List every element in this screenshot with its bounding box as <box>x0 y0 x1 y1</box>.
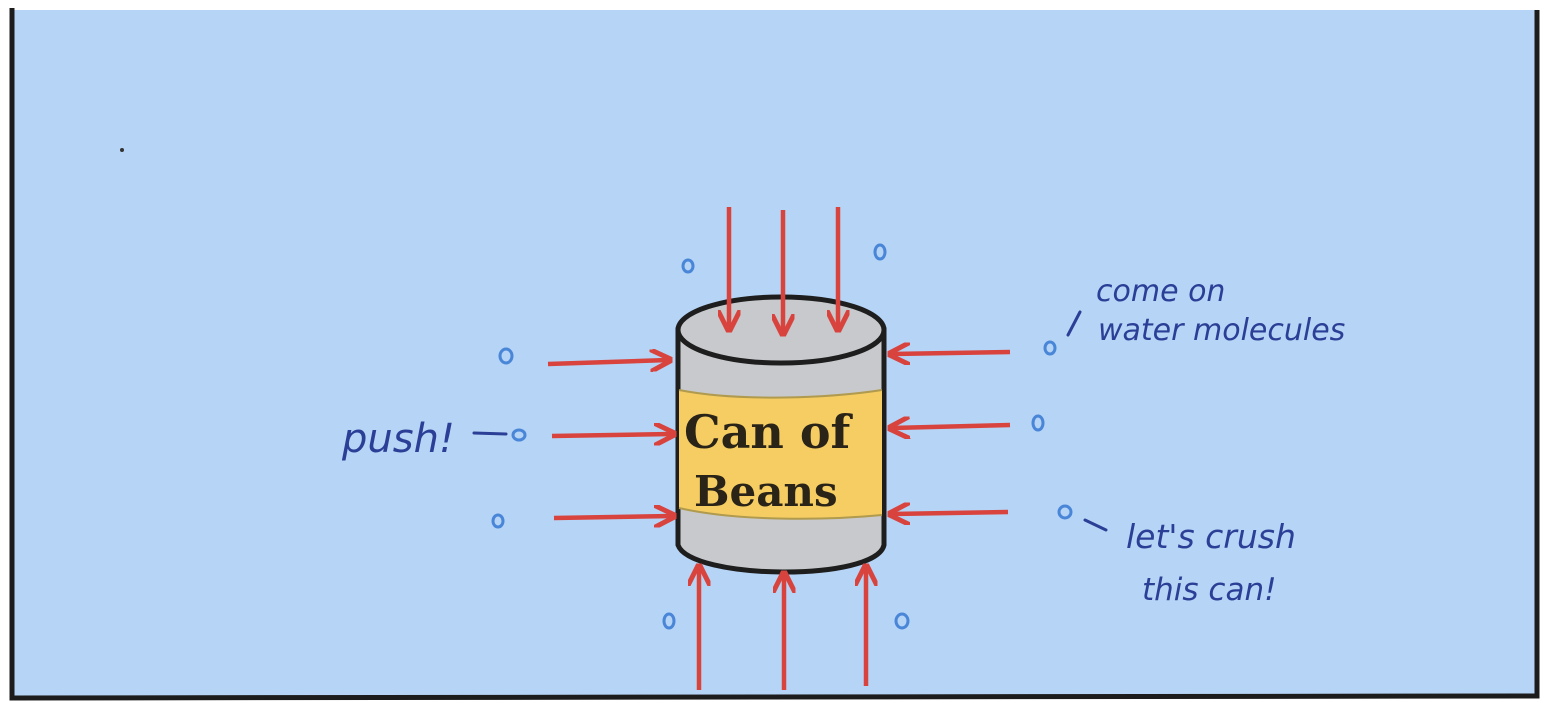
arrow-left-3 <box>554 516 672 518</box>
arrow-right-3 <box>892 512 1008 514</box>
speck <box>120 148 124 152</box>
caption-come-on: come on <box>1096 274 1225 309</box>
arrow-left-2 <box>552 434 672 436</box>
arrow-right-1 <box>892 352 1010 354</box>
arrow-right-2 <box>892 425 1010 428</box>
caption-push: push! <box>341 416 455 462</box>
push-speech-line <box>474 433 506 434</box>
caption-this-can: this can! <box>1142 572 1277 608</box>
caption-water-molecules: water molecules <box>1098 313 1345 348</box>
can-label-line2: Beans <box>694 467 838 516</box>
can-label-line1: Can of <box>684 405 854 459</box>
caption-lets-crush: let's crush <box>1126 517 1296 556</box>
can-of-beans: Can of Beans <box>678 297 884 572</box>
